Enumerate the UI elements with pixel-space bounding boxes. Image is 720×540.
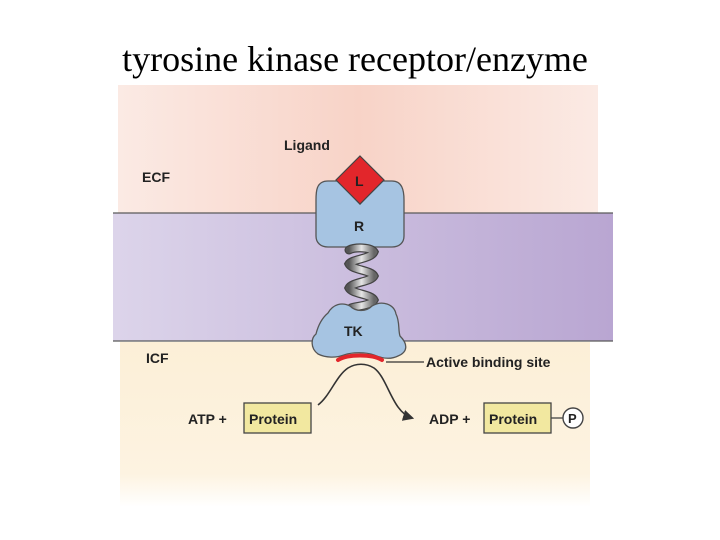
transmembrane-helix xyxy=(343,243,380,313)
page-title: tyrosine kinase receptor/enzyme xyxy=(122,39,588,79)
ecf-label: ECF xyxy=(142,169,170,185)
receptor-label: R xyxy=(354,218,364,234)
receptor-extracellular-domain xyxy=(315,180,405,248)
ligand-letter: L xyxy=(355,173,364,189)
phosphate-circle xyxy=(562,407,584,429)
ligand-diamond xyxy=(335,155,385,205)
adp-label: ADP + xyxy=(429,411,470,427)
active-binding-site xyxy=(336,353,384,362)
ligand-label: Ligand xyxy=(284,137,330,153)
active-site-label: Active binding site xyxy=(426,354,551,370)
protein-label-left: Protein xyxy=(249,411,297,427)
protein-box-left xyxy=(243,402,312,434)
tyrosine-kinase-domain xyxy=(311,302,407,359)
reaction-arrow xyxy=(317,363,415,421)
icf-label: ICF xyxy=(146,350,169,366)
protein-label-right: Protein xyxy=(489,411,537,427)
kinase-label: TK xyxy=(344,323,363,339)
atp-label: ATP + xyxy=(188,411,227,427)
phosphate-label: P xyxy=(568,411,577,426)
